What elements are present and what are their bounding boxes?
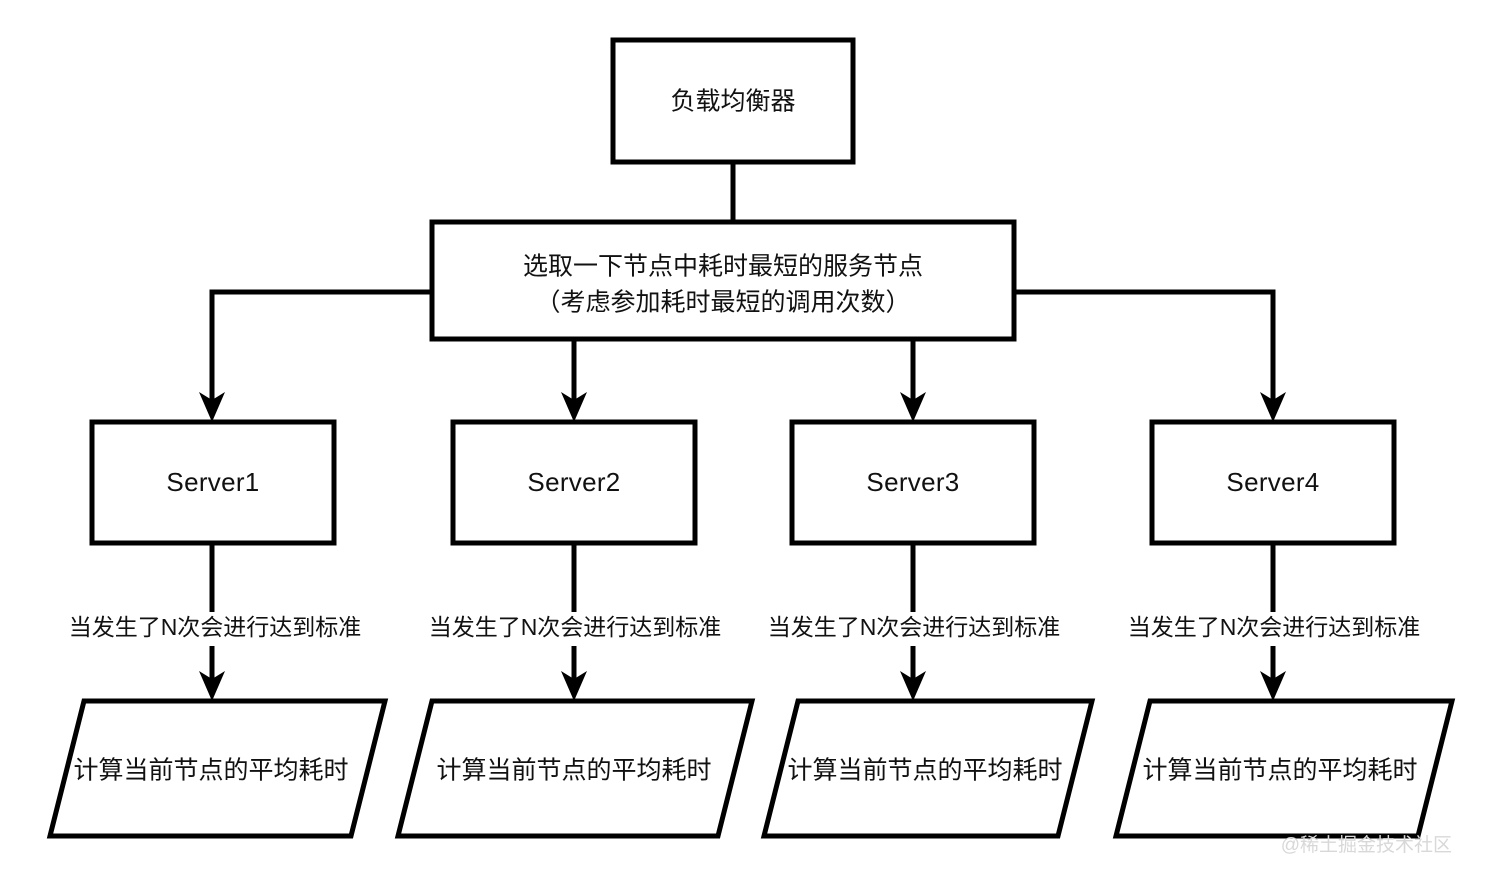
arrowhead-server3 — [900, 392, 926, 422]
load-balancer-box — [610, 37, 856, 165]
edge-label-4: 当发生了N次会进行达到标准 — [1128, 614, 1421, 640]
selector-label-line2: （考虑参加耗时最短的调用次数） — [535, 289, 910, 317]
edge-label-group-3: 当发生了N次会进行达到标准 — [754, 612, 1074, 646]
edge-label-1-backdrop — [55, 612, 375, 646]
output3-label: 计算当前节点的平均耗时 — [787, 757, 1062, 785]
arrowhead-output3 — [900, 671, 926, 701]
server4-box — [1149, 419, 1397, 546]
node-server-2[interactable]: Server2 — [450, 419, 698, 546]
connector-selector-to-server4 — [1014, 289, 1276, 408]
edge-label-3-backdrop — [754, 612, 1074, 646]
arrowhead-output2 — [561, 671, 587, 701]
server4-label: Server4 — [1226, 467, 1319, 497]
output4-parallelogram — [1112, 698, 1456, 839]
node-output-4[interactable]: 计算当前节点的平均耗时 — [1112, 698, 1456, 839]
node-server-1[interactable]: Server1 — [89, 419, 337, 546]
output2-parallelogram — [394, 698, 756, 839]
output2-label: 计算当前节点的平均耗时 — [436, 757, 711, 785]
edge-label-2-backdrop — [415, 612, 735, 646]
server1-label: Server1 — [166, 467, 259, 497]
node-output-2[interactable]: 计算当前节点的平均耗时 — [394, 698, 756, 839]
output1-label: 计算当前节点的平均耗时 — [73, 757, 348, 785]
node-selector[interactable]: 选取一下节点中耗时最短的服务节点 （考虑参加耗时最短的调用次数） — [429, 219, 1017, 342]
edge-label-group-1: 当发生了N次会进行达到标准 — [55, 612, 375, 646]
edge-label-2: 当发生了N次会进行达到标准 — [429, 614, 722, 640]
node-server-3[interactable]: Server3 — [789, 419, 1037, 546]
edge-label-group-2: 当发生了N次会进行达到标准 — [415, 612, 735, 646]
node-load-balancer[interactable]: 负载均衡器 — [610, 37, 856, 165]
edge-label-4-backdrop — [1114, 612, 1434, 646]
output4-label: 计算当前节点的平均耗时 — [1142, 757, 1417, 785]
arrowhead-output1 — [199, 671, 225, 701]
connector-selector-to-server1 — [209, 289, 432, 408]
arrowhead-server4 — [1260, 392, 1286, 422]
arrowhead-output4 — [1260, 671, 1286, 701]
arrowhead-server1 — [199, 392, 225, 422]
watermark-text: @稀土掘金技术社区 — [1281, 834, 1452, 856]
edge-label-1: 当发生了N次会进行达到标准 — [69, 614, 362, 640]
server3-box — [789, 419, 1037, 546]
output1-parallelogram — [46, 698, 389, 839]
node-output-3[interactable]: 计算当前节点的平均耗时 — [760, 698, 1096, 839]
server2-box — [450, 419, 698, 546]
output3-parallelogram — [760, 698, 1096, 839]
server1-box — [89, 419, 337, 546]
node-output-1[interactable]: 计算当前节点的平均耗时 — [46, 698, 389, 839]
node-server-4[interactable]: Server4 — [1149, 419, 1397, 546]
edge-label-3: 当发生了N次会进行达到标准 — [768, 614, 1061, 640]
server3-label: Server3 — [866, 467, 959, 497]
selector-box — [429, 219, 1017, 342]
arrowhead-server2 — [561, 392, 587, 422]
selector-label-line1: 选取一下节点中耗时最短的服务节点 — [523, 253, 923, 281]
load-balancer-label: 负载均衡器 — [670, 88, 795, 116]
edge-label-group-4: 当发生了N次会进行达到标准 — [1114, 612, 1434, 646]
server2-label: Server2 — [527, 467, 620, 497]
